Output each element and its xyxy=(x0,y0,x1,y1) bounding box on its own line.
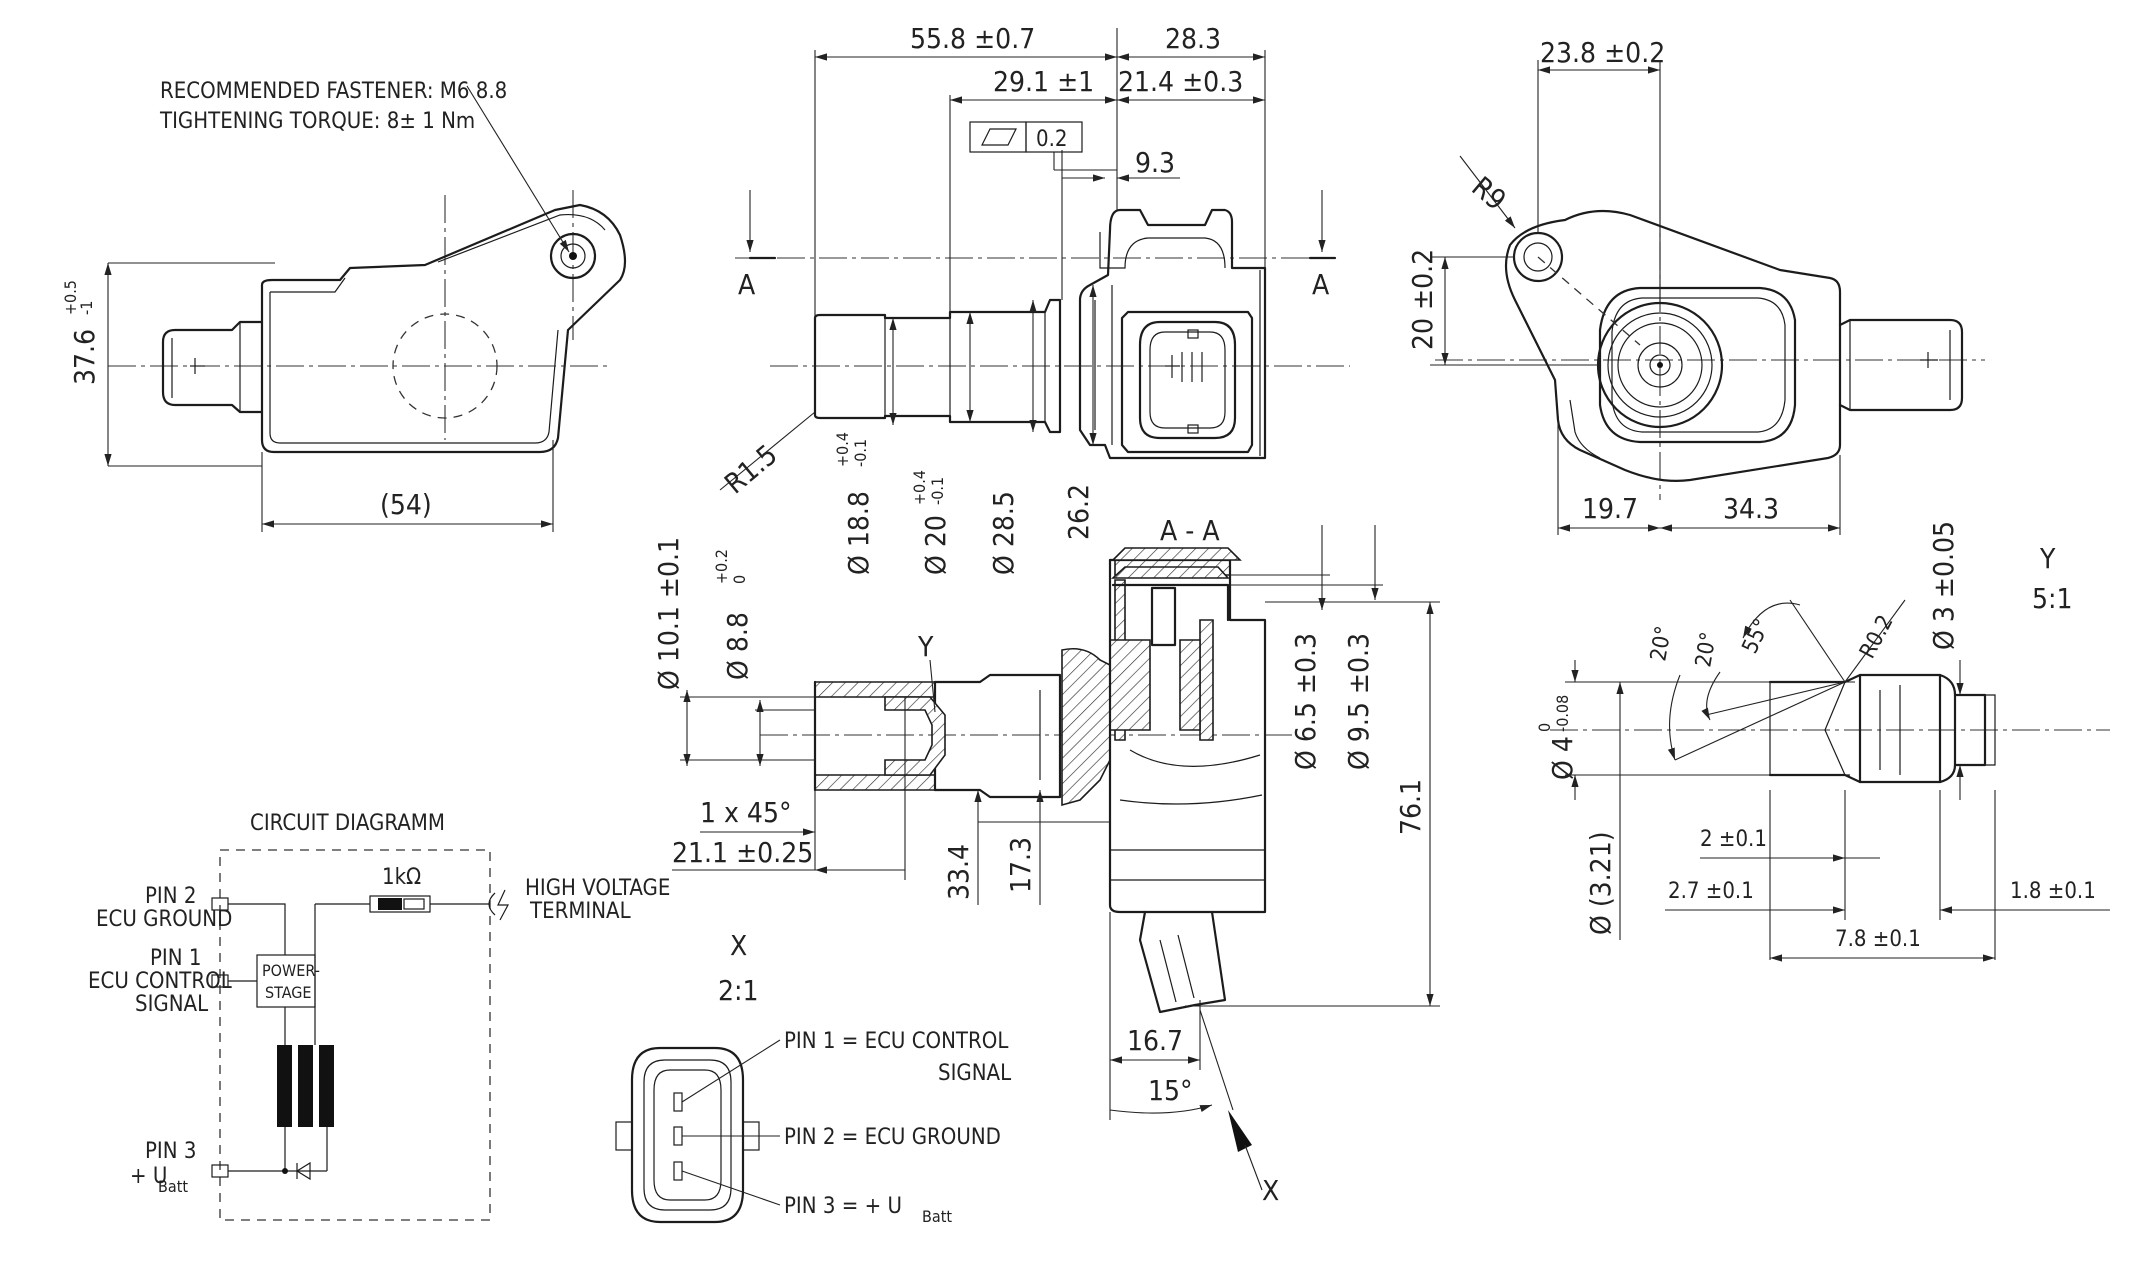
dim-3-21: Ø (3.21) xyxy=(1584,831,1617,935)
dim-8-8-tol-up: +0.2 xyxy=(712,549,731,584)
dim-55-8: 55.8 ±0.7 xyxy=(910,22,1035,55)
side-view: A A 55.8 ±0.7 28.3 29.1 ±1 21.4 ±0.3 0.2… xyxy=(718,22,1350,575)
dim-23-8: 23.8 ±0.2 xyxy=(1540,36,1665,69)
detail-y-title: Y xyxy=(2039,542,2056,575)
dim-9-5: Ø 9.5 ±0.3 xyxy=(1342,633,1375,770)
pinout-pin3-sub: Batt xyxy=(922,1207,952,1226)
dim-9-3: 9.3 xyxy=(1135,146,1175,179)
dim-37-6-tol-up: +0.5 xyxy=(61,280,80,315)
dim-10-1: Ø 10.1 ±0.1 xyxy=(652,537,685,690)
pinout-pin1-b: SIGNAL xyxy=(938,1061,1011,1086)
dim-18-8: Ø 18.8 xyxy=(842,491,875,575)
dim-19-7: 19.7 xyxy=(1582,492,1638,525)
note-torque: TIGHTENING TORQUE: 8± 1 Nm xyxy=(159,109,475,134)
circuit-pin3-b: + U xyxy=(130,1164,167,1189)
dim-20-tol-dn: -0.1 xyxy=(928,477,947,505)
dim-16-7: 16.7 xyxy=(1127,1024,1183,1057)
pinout-pin2: PIN 2 = ECU GROUND xyxy=(784,1125,1001,1150)
circuit-pin1-c: SIGNAL xyxy=(135,992,208,1017)
dim-26-2: 26.2 xyxy=(1062,484,1095,540)
section-a-a-view: A - A 76.1 xyxy=(652,514,1440,1207)
dim-55deg: 55° xyxy=(1738,615,1775,657)
dim-r1-5: R1.5 xyxy=(718,438,783,500)
dim-21-4: 21.4 ±0.3 xyxy=(1118,65,1243,98)
top-left-view: 37.6 +0.5 -1 (54) RECOMMENDED FASTENER: … xyxy=(61,79,627,532)
dim-1-8: 1.8 ±0.1 xyxy=(2010,879,2096,904)
circuit-pin2-a: PIN 2 xyxy=(145,884,196,909)
dim-21-1: 21.1 ±0.25 xyxy=(672,836,813,869)
dim-8-8: Ø 8.8 xyxy=(721,612,754,680)
circuit-power-b: STAGE xyxy=(265,983,312,1002)
dim-20-tol-up: +0.4 xyxy=(910,470,929,505)
circuit-pin1-b: ECU CONTROL xyxy=(88,969,232,994)
dim-34-3: 34.3 xyxy=(1723,492,1779,525)
section-mark-a-left: A xyxy=(738,268,756,301)
dim-20: Ø 20 xyxy=(919,515,952,575)
dim-4: Ø 4 xyxy=(1546,736,1579,780)
pinout-pin3: PIN 3 = + U xyxy=(784,1194,902,1219)
detail-x-scale: 2:1 xyxy=(718,974,759,1007)
circuit-pin2-b: ECU GROUND xyxy=(96,907,232,932)
pinout-detail-x: X 2:1 PIN 1 = ECU CONTROL SIGNAL PIN 2 =… xyxy=(615,929,1011,1226)
section-a-a-title: A - A xyxy=(1160,514,1220,547)
detail-x-title: X xyxy=(730,929,747,962)
dim-7-8: 7.8 ±0.1 xyxy=(1835,927,1921,952)
arrow-x-label: X xyxy=(1262,1174,1279,1207)
circuit-hv-b: TERMINAL xyxy=(529,899,631,924)
note-fastener: RECOMMENDED FASTENER: M6 8.8 xyxy=(160,79,507,104)
circuit-pin3-a: PIN 3 xyxy=(145,1139,196,1164)
dim-4-tol-up: 0 xyxy=(1535,723,1554,732)
dim-r9: R9 xyxy=(1466,170,1513,217)
dim-20deg-b: 20° xyxy=(1691,630,1722,669)
dim-54: (54) xyxy=(380,488,432,521)
dim-28-3: 28.3 xyxy=(1165,22,1221,55)
dim-28-5: Ø 28.5 xyxy=(987,491,1020,575)
dim-8-8-tol-dn: 0 xyxy=(730,575,749,584)
dim-6-5: Ø 6.5 ±0.3 xyxy=(1289,633,1322,770)
pinout-pin1-a: PIN 1 = ECU CONTROL xyxy=(784,1029,1008,1054)
circuit-pin3-sub: Batt xyxy=(158,1177,188,1196)
circuit-diagram: CIRCUIT DIAGRAMM PIN 2 ECU GROUND PIN 1 … xyxy=(88,811,670,1221)
dim-2-7: 2.7 ±0.1 xyxy=(1668,879,1754,904)
dim-20deg-a: 20° xyxy=(1646,624,1677,663)
dim-33-4: 33.4 xyxy=(942,844,975,900)
top-right-view: 23.8 ±0.2 R9 20 ±0.2 19.7 34.3 xyxy=(1406,36,1985,535)
dim-37-6: 37.6 xyxy=(68,329,101,385)
dim-flatness: 0.2 xyxy=(1036,127,1067,152)
dim-15deg: 15° xyxy=(1148,1074,1193,1107)
section-mark-a-right: A xyxy=(1312,268,1330,301)
circuit-title: CIRCUIT DIAGRAMM xyxy=(250,811,445,836)
circuit-power-a: POWER- xyxy=(262,961,320,980)
circuit-pin1-a: PIN 1 xyxy=(150,946,201,971)
dim-37-6-tol-dn: -1 xyxy=(77,301,96,315)
dim-4-tol-dn: -0.08 xyxy=(1553,695,1572,732)
circuit-hv-a: HIGH VOLTAGE xyxy=(525,876,670,901)
dim-18-8-tol-up: +0.4 xyxy=(833,432,852,467)
dim-17-3: 17.3 xyxy=(1004,837,1037,893)
dim-r0-2: R0.2 xyxy=(1855,611,1898,663)
dim-3: Ø 3 ±0.05 xyxy=(1927,521,1960,650)
dim-2: 2 ±0.1 xyxy=(1700,827,1767,852)
dim-18-8-tol-dn: -0.1 xyxy=(851,439,870,467)
dim-29-1: 29.1 ±1 xyxy=(993,65,1094,98)
detail-y-view: Y 5:1 20° 20° 55° R0.2 xyxy=(1535,521,2110,962)
detail-y-mark: Y xyxy=(917,630,934,663)
dim-1x45: 1 x 45° xyxy=(700,796,792,829)
circuit-resistor: 1kΩ xyxy=(382,865,421,890)
dim-76-1: 76.1 xyxy=(1394,779,1427,835)
detail-y-scale: 5:1 xyxy=(2032,582,2073,615)
dim-20-pm: 20 ±0.2 xyxy=(1406,249,1439,350)
